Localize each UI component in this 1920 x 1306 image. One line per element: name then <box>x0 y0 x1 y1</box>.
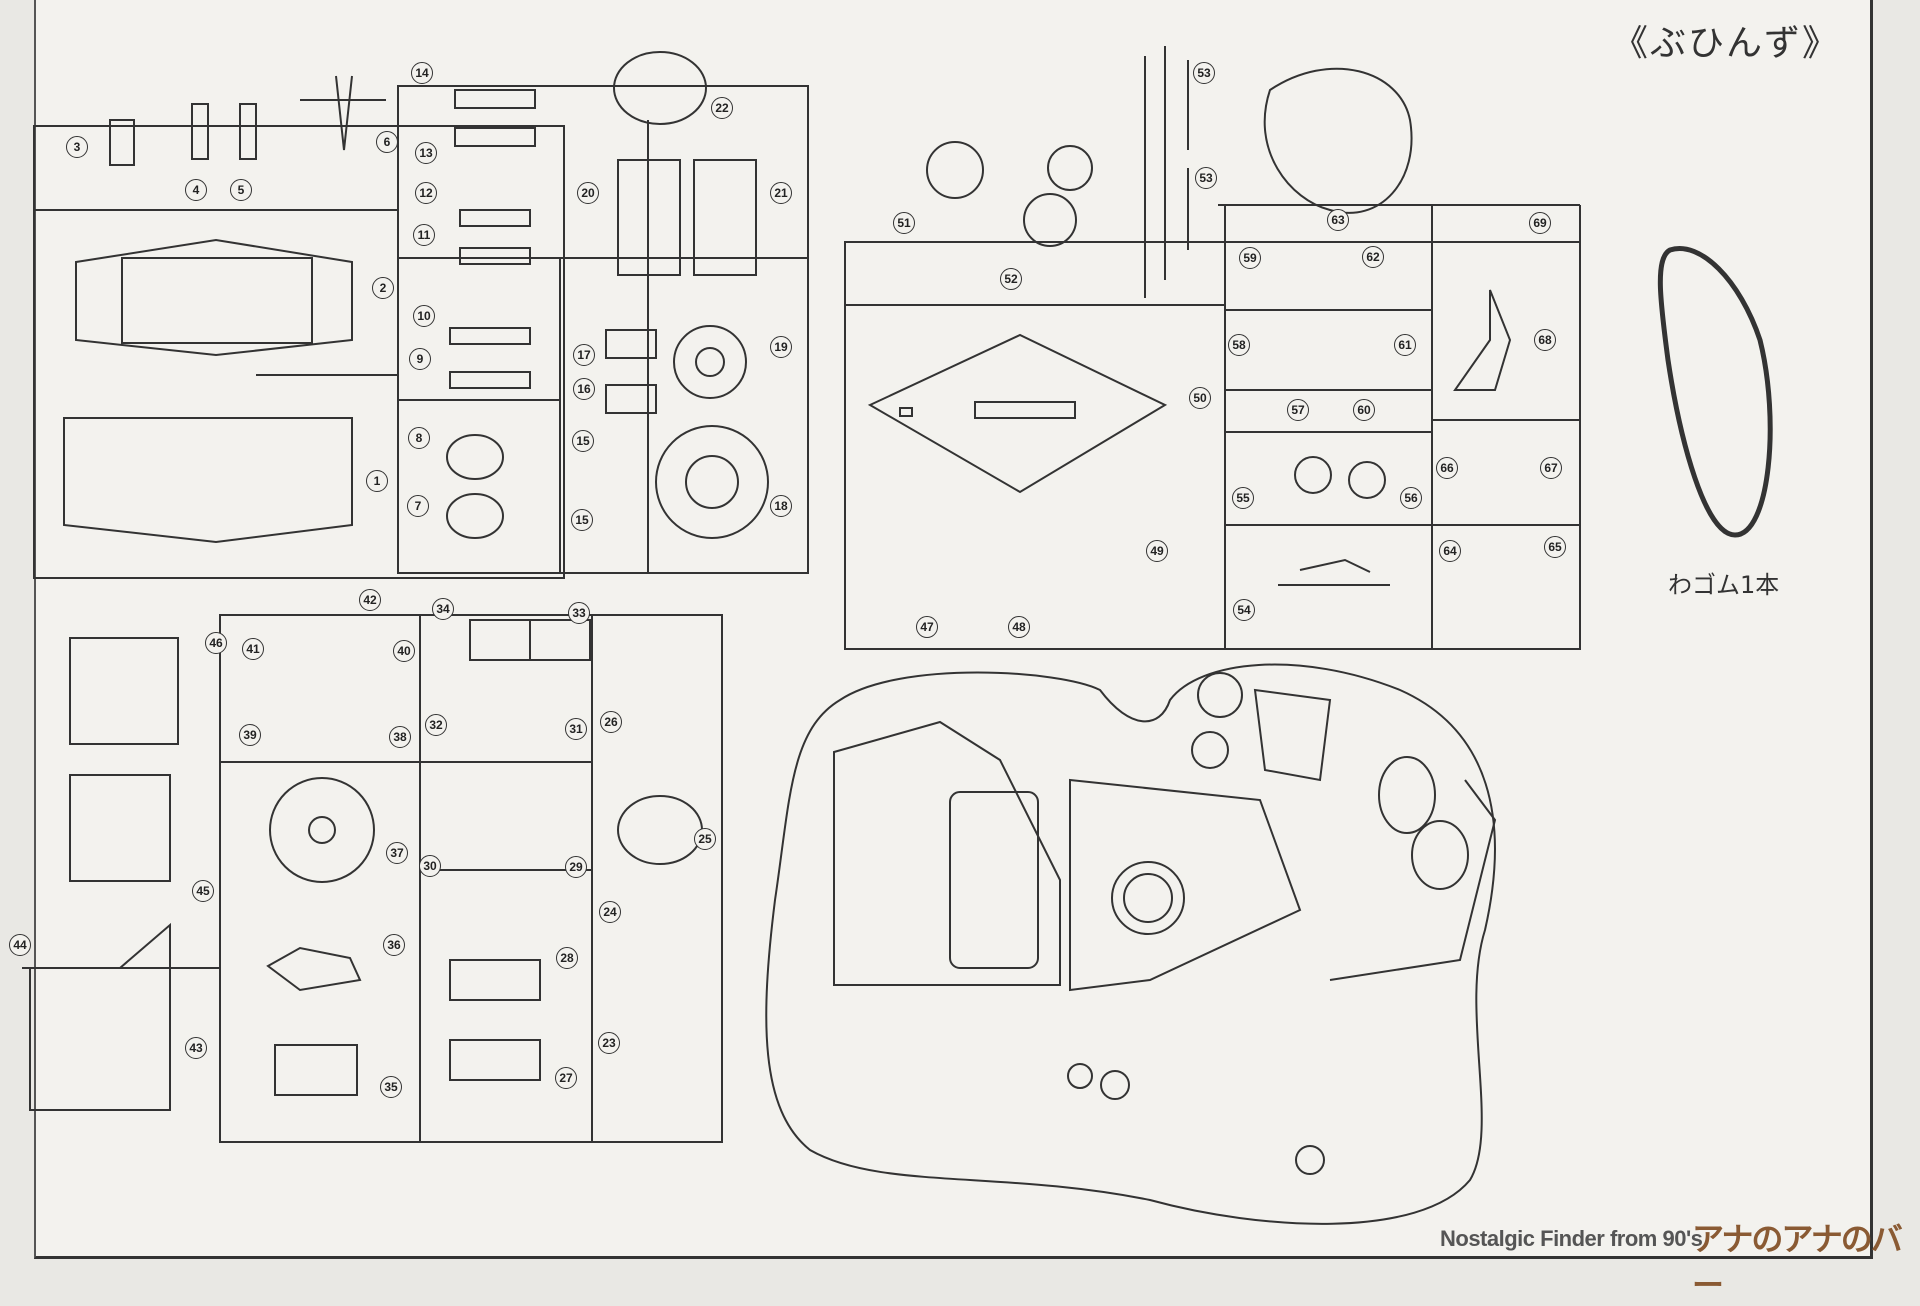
part-number-label: 42 <box>359 589 381 611</box>
part-number-label: 16 <box>573 378 595 400</box>
part-number-label: 33 <box>568 602 590 624</box>
part-number-label: 47 <box>916 616 938 638</box>
part-number-label: 26 <box>600 711 622 733</box>
part-number-label: 12 <box>415 182 437 204</box>
part-number-label: 61 <box>1394 334 1416 356</box>
part-number-label: 59 <box>1239 247 1261 269</box>
part-number-label: 39 <box>239 724 261 746</box>
part-number-label: 6 <box>376 131 398 153</box>
part-number-label: 46 <box>205 632 227 654</box>
part-number-label: 54 <box>1233 599 1255 621</box>
part-number-label: 21 <box>770 182 792 204</box>
part-number-label: 53 <box>1195 167 1217 189</box>
part-number-label: 57 <box>1287 399 1309 421</box>
part-number-label: 2 <box>372 277 394 299</box>
part-number-label: 60 <box>1353 399 1375 421</box>
part-number-label: 37 <box>386 842 408 864</box>
watermark-logo: アナのアナのバー <box>1692 1220 1903 1304</box>
part-number-label: 56 <box>1400 487 1422 509</box>
part-number-label: 29 <box>565 856 587 878</box>
part-number-label: 63 <box>1327 209 1349 231</box>
part-number-label: 24 <box>599 901 621 923</box>
part-number-label: 8 <box>408 427 430 449</box>
part-number-label: 30 <box>419 855 441 877</box>
part-number-label: 41 <box>242 638 264 660</box>
part-number-label: 9 <box>409 348 431 370</box>
part-number-label: 19 <box>770 336 792 358</box>
part-number-label: 18 <box>770 495 792 517</box>
part-number-label: 32 <box>425 714 447 736</box>
part-number-label: 44 <box>9 934 31 956</box>
part-number-label: 22 <box>711 97 733 119</box>
part-number-label: 48 <box>1008 616 1030 638</box>
part-number-label: 23 <box>598 1032 620 1054</box>
part-number-label: 65 <box>1544 536 1566 558</box>
page-title: 《ぶひんず》 <box>1612 23 1841 64</box>
part-number-label: 3 <box>66 136 88 158</box>
part-number-label: 52 <box>1000 268 1022 290</box>
part-number-label: 31 <box>565 718 587 740</box>
part-number-label: 10 <box>413 305 435 327</box>
part-number-label: 66 <box>1436 457 1458 479</box>
diorama-base <box>765 663 1497 1225</box>
part-number-label: 53 <box>1193 62 1215 84</box>
part-number-label: 28 <box>556 947 578 969</box>
part-number-label: 15 <box>572 430 594 452</box>
sprue-a <box>33 51 809 579</box>
part-number-label: 49 <box>1146 540 1168 562</box>
part-number-label: 69 <box>1529 212 1551 234</box>
part-number-label: 5 <box>230 179 252 201</box>
rubber-band-label: わゴム1本 <box>1668 571 1780 599</box>
rubber-band-icon <box>1657 246 1773 538</box>
part-number-label: 58 <box>1228 334 1250 356</box>
part-number-label: 64 <box>1439 540 1461 562</box>
part-number-label: 25 <box>694 828 716 850</box>
part-number-label: 15 <box>571 509 593 531</box>
parts-diagram <box>22 46 1773 1225</box>
part-number-label: 38 <box>389 726 411 748</box>
part-number-label: 45 <box>192 880 214 902</box>
part-number-label: 62 <box>1362 246 1384 268</box>
part-number-label: 43 <box>185 1037 207 1059</box>
sprue-c <box>22 614 723 1143</box>
part-number-label: 14 <box>411 62 433 84</box>
part-number-label: 27 <box>555 1067 577 1089</box>
part-number-label: 51 <box>893 212 915 234</box>
part-number-label: 11 <box>413 224 435 246</box>
part-number-label: 68 <box>1534 329 1556 351</box>
part-number-label: 20 <box>577 182 599 204</box>
part-number-label: 40 <box>393 640 415 662</box>
part-number-label: 1 <box>366 470 388 492</box>
part-number-label: 50 <box>1189 387 1211 409</box>
part-number-label: 55 <box>1232 487 1254 509</box>
part-number-label: 13 <box>415 142 437 164</box>
part-number-label: 35 <box>380 1076 402 1098</box>
part-number-label: 34 <box>432 598 454 620</box>
part-number-label: 4 <box>185 179 207 201</box>
part-number-label: 17 <box>573 344 595 366</box>
sprue-b <box>844 46 1581 650</box>
part-number-label: 36 <box>383 934 405 956</box>
part-number-label: 7 <box>407 495 429 517</box>
watermark-text: Nostalgic Finder from 90's <box>1440 1226 1703 1251</box>
part-number-label: 67 <box>1540 457 1562 479</box>
